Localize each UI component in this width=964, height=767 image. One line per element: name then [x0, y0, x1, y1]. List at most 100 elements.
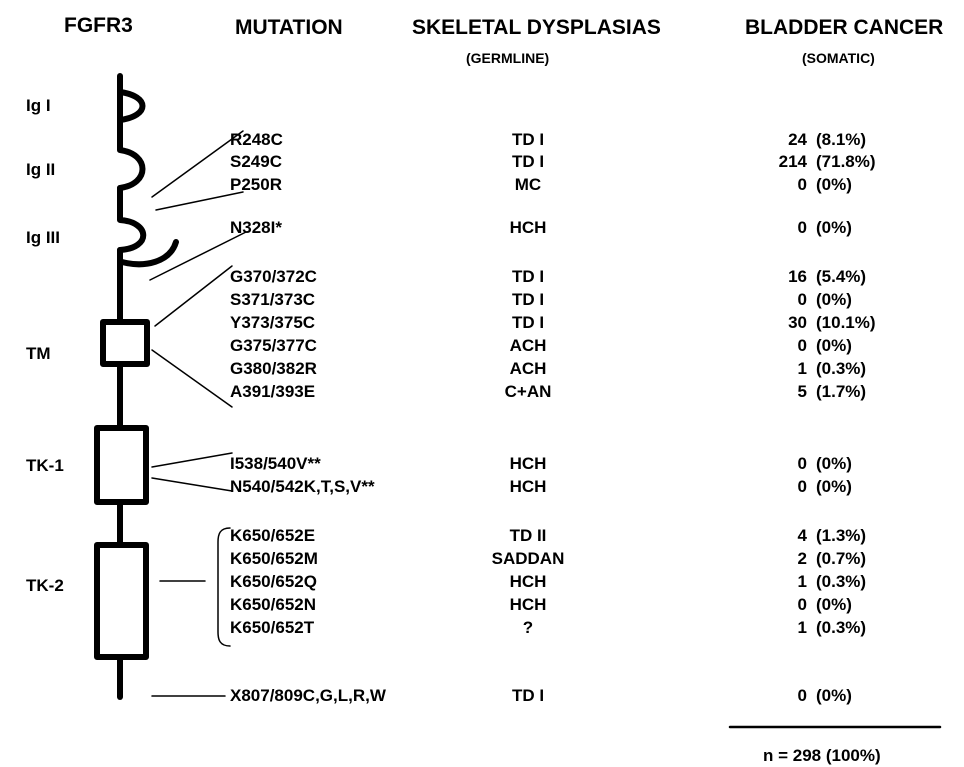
domain-label-tk2: TK-2 [26, 576, 64, 595]
cancer-count-cell: 16 [788, 267, 807, 286]
dysplasias-column-header: SKELETAL DYSPLASIAS [412, 16, 661, 39]
dysplasia-cell: ? [522, 618, 534, 637]
connector-n540 [151, 477, 233, 492]
ig3-loop [117, 185, 147, 253]
cancer-percent-cell: (71.8%) [816, 152, 876, 171]
cancer-percent-cell: (0.3%) [816, 572, 867, 591]
dysplasia-cell: TD I [511, 152, 545, 171]
cancer-count-cell: 24 [788, 130, 807, 149]
tk1-domain-box [94, 425, 149, 505]
dysplasia-cell: TD I [511, 267, 545, 286]
dysplasia-cell: TD I [511, 686, 545, 705]
mutation-cell: K650/652T [230, 618, 315, 637]
domain-label-ig1: Ig I [26, 96, 51, 115]
connector-r248c [151, 130, 244, 198]
dysplasia-cell: SADDAN [491, 549, 565, 568]
cancer-percent-cell: (0%) [816, 686, 852, 705]
domain-label-tm: TM [26, 344, 51, 363]
dysplasia-cell: HCH [509, 572, 547, 591]
connector-a391 [151, 349, 233, 408]
mutation-cell: I538/540V** [230, 454, 321, 473]
cancer-percent-cell: (0%) [816, 175, 852, 194]
cancer-percent-cell: (1.7%) [816, 382, 867, 401]
dysplasia-cell: TD I [511, 290, 545, 309]
cancer-count-cell: 0 [797, 175, 807, 194]
cancer-count-cell: 5 [797, 382, 807, 401]
cancer-column-header: BLADDER CANCER [745, 16, 944, 39]
dysplasia-cell: HCH [509, 218, 547, 237]
mutation-cell: G375/377C [230, 336, 317, 355]
dysplasia-cell: HCH [509, 595, 547, 614]
cancer-percent-cell: (0.3%) [816, 359, 867, 378]
cancer-percent-cell: (0.7%) [816, 549, 867, 568]
mutation-column-header: MUTATION [235, 16, 343, 39]
mutation-cell: N328I* [230, 218, 282, 237]
gene-title: FGFR3 [64, 14, 133, 37]
dysplasia-cell: TD I [511, 130, 545, 149]
tm-domain-box [100, 319, 150, 367]
connector-g370 [154, 265, 233, 327]
dysplasia-cell: C+AN [504, 382, 552, 401]
mutation-cell: K650/652N [230, 595, 317, 614]
mutation-cell: R248C [230, 130, 283, 149]
domain-label-tk1: TK-1 [26, 456, 64, 475]
ig1-loop [117, 89, 146, 123]
tk2-bracket [217, 527, 231, 647]
cancer-count-cell: 0 [797, 595, 807, 614]
dysplasia-cell: HCH [509, 477, 547, 496]
cancer-count-cell: 214 [778, 152, 807, 171]
mutation-cell: G380/382R [230, 359, 317, 378]
ig2-loop [117, 117, 146, 191]
cancer-percent-cell: (5.4%) [816, 267, 867, 286]
cancer-percent-cell: (10.1%) [816, 313, 876, 332]
connector-p250r [155, 191, 244, 211]
mutation-cell: X807/809C,G,L,R,W [230, 686, 386, 705]
cancer-percent-cell: (0%) [816, 290, 852, 309]
cancer-count-cell: 4 [797, 526, 807, 545]
dysplasias-subheader: (GERMLINE) [466, 50, 550, 66]
dysplasia-cell: ACH [509, 336, 547, 355]
mutation-cell: K650/652Q [230, 572, 317, 591]
domain-label-ig2: Ig II [26, 160, 56, 179]
mutation-cell: G370/372C [230, 267, 317, 286]
cancer-percent-cell: (0%) [816, 218, 852, 237]
cancer-count-cell: 0 [797, 454, 807, 473]
total-count: n = 298 (100%) [763, 746, 881, 765]
cancer-count-cell: 0 [797, 290, 807, 309]
cancer-count-cell: 0 [797, 218, 807, 237]
domain-label-ig3: Ig III [26, 228, 60, 247]
cancer-percent-cell: (0%) [816, 595, 852, 614]
cancer-count-cell: 1 [797, 572, 807, 591]
mutation-cell: P250R [230, 175, 282, 194]
cancer-count-cell: 0 [797, 686, 807, 705]
connector-n328i [149, 231, 247, 281]
mutation-cell: K650/652E [230, 526, 316, 545]
tk2-domain-box [94, 542, 149, 660]
mutation-cell: K650/652M [230, 549, 318, 568]
mutation-cell: S371/373C [230, 290, 316, 309]
ig3-hook [119, 239, 179, 268]
cancer-count-cell: 0 [797, 477, 807, 496]
dysplasia-cell: MC [514, 175, 542, 194]
cancer-percent-cell: (0%) [816, 454, 852, 473]
mutation-cell: S249C [230, 152, 282, 171]
connector-i538 [151, 452, 233, 468]
cancer-count-cell: 1 [797, 618, 807, 637]
cancer-percent-cell: (1.3%) [816, 526, 867, 545]
cancer-percent-cell: (0.3%) [816, 618, 867, 637]
dysplasia-cell: ACH [509, 359, 547, 378]
dysplasia-cell: TD I [511, 313, 545, 332]
cancer-count-cell: 30 [788, 313, 807, 332]
cancer-count-cell: 2 [797, 549, 807, 568]
cancer-count-cell: 0 [797, 336, 807, 355]
cancer-percent-cell: (8.1%) [816, 130, 867, 149]
mutation-cell: A391/393E [230, 382, 316, 401]
cancer-percent-cell: (0%) [816, 477, 852, 496]
dysplasia-cell: TD II [509, 526, 547, 545]
cancer-count-cell: 1 [797, 359, 807, 378]
dysplasia-cell: HCH [509, 454, 547, 473]
cancer-percent-cell: (0%) [816, 336, 852, 355]
mutation-cell: Y373/375C [230, 313, 316, 332]
cancer-subheader: (SOMATIC) [802, 50, 875, 66]
